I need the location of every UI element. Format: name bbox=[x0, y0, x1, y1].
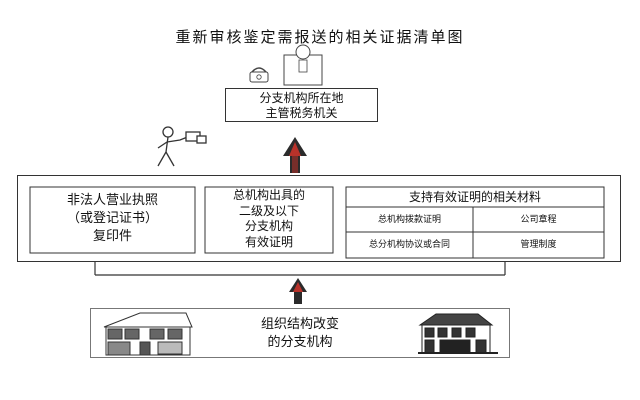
license-line1: 非法人营业执照 bbox=[66, 193, 158, 208]
hq-proof-line1: 总机构出具的 bbox=[232, 188, 305, 202]
phone-icon bbox=[249, 67, 269, 83]
small-up-arrow-icon bbox=[289, 278, 307, 304]
license-line3: 复印件 bbox=[92, 229, 132, 244]
hq-proof-line2: 二级及以下 bbox=[238, 203, 299, 218]
hq-proof-box bbox=[204, 186, 334, 254]
supporting-header: 支持有效证明的相关材料 bbox=[408, 190, 541, 204]
hq-proof-line3: 分支机构 bbox=[244, 219, 293, 233]
official-person-icon bbox=[283, 44, 323, 86]
diagram-title: 重新审核鉴定需报送的相关证据清单图 bbox=[175, 28, 465, 46]
house-right-icon bbox=[418, 313, 498, 354]
tax-authority-line1: 分支机构所在地 bbox=[259, 91, 344, 105]
tax-authority-box: 分支机构所在地 主管税务机关 bbox=[225, 88, 378, 122]
supporting-item: 管理制度 bbox=[520, 240, 557, 250]
up-arrow-icon bbox=[283, 137, 307, 173]
supporting-item: 总机构拨款证明 bbox=[377, 215, 441, 225]
branch-frame bbox=[90, 308, 510, 358]
house-left-icon bbox=[103, 312, 193, 356]
hq-proof-line4: 有效证明 bbox=[244, 234, 293, 249]
tax-authority-line2: 主管税务机关 bbox=[265, 106, 338, 120]
license-document: 非法人营业执照 （或登记证书） 复印件 bbox=[30, 192, 195, 246]
license-box bbox=[29, 186, 196, 254]
supporting-item: 公司章程 bbox=[520, 215, 557, 225]
branch-label: 组织结构改变 的分支机构 bbox=[230, 316, 370, 352]
hq-proof-document: 总机构出具的 二级及以下 分支机构 有效证明 bbox=[205, 188, 333, 250]
evidence-frame bbox=[17, 175, 621, 262]
branch-line1: 组织结构改变 bbox=[260, 317, 339, 332]
supporting-item: 总分机构协议或合同 bbox=[368, 240, 450, 250]
branch-line2: 的分支机构 bbox=[267, 335, 333, 350]
license-line2: （或登记证书） bbox=[66, 211, 158, 226]
courier-person-icon bbox=[157, 126, 207, 167]
supporting-box bbox=[345, 186, 605, 259]
